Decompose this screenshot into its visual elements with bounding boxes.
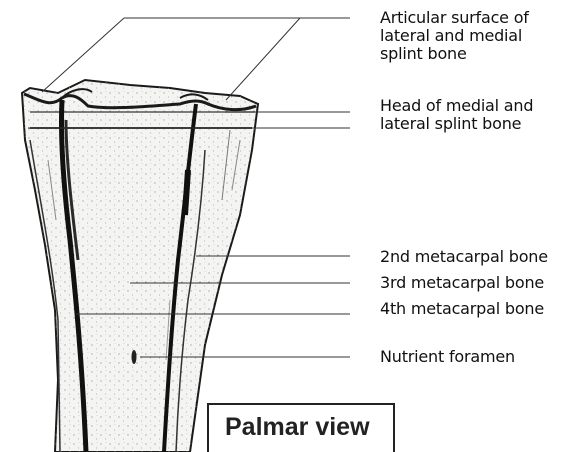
label-2nd-metacarpal: 2nd metacarpal bone (380, 248, 548, 266)
label-line: lateral and medial (380, 27, 529, 45)
label-nutrient-foramen: Nutrient foramen (380, 348, 515, 366)
label-articular-surface: Articular surface of lateral and medial … (380, 9, 529, 63)
label-line: lateral splint bone (380, 115, 533, 133)
label-line: Head of medial and (380, 97, 533, 115)
nutrient-foramen-mark (132, 350, 137, 364)
view-caption: Palmar view (207, 403, 395, 452)
label-splint-head: Head of medial and lateral splint bone (380, 97, 533, 133)
label-4th-metacarpal: 4th metacarpal bone (380, 300, 544, 318)
label-3rd-metacarpal: 3rd metacarpal bone (380, 274, 544, 292)
label-line: splint bone (380, 45, 529, 63)
label-line: Articular surface of (380, 9, 529, 27)
